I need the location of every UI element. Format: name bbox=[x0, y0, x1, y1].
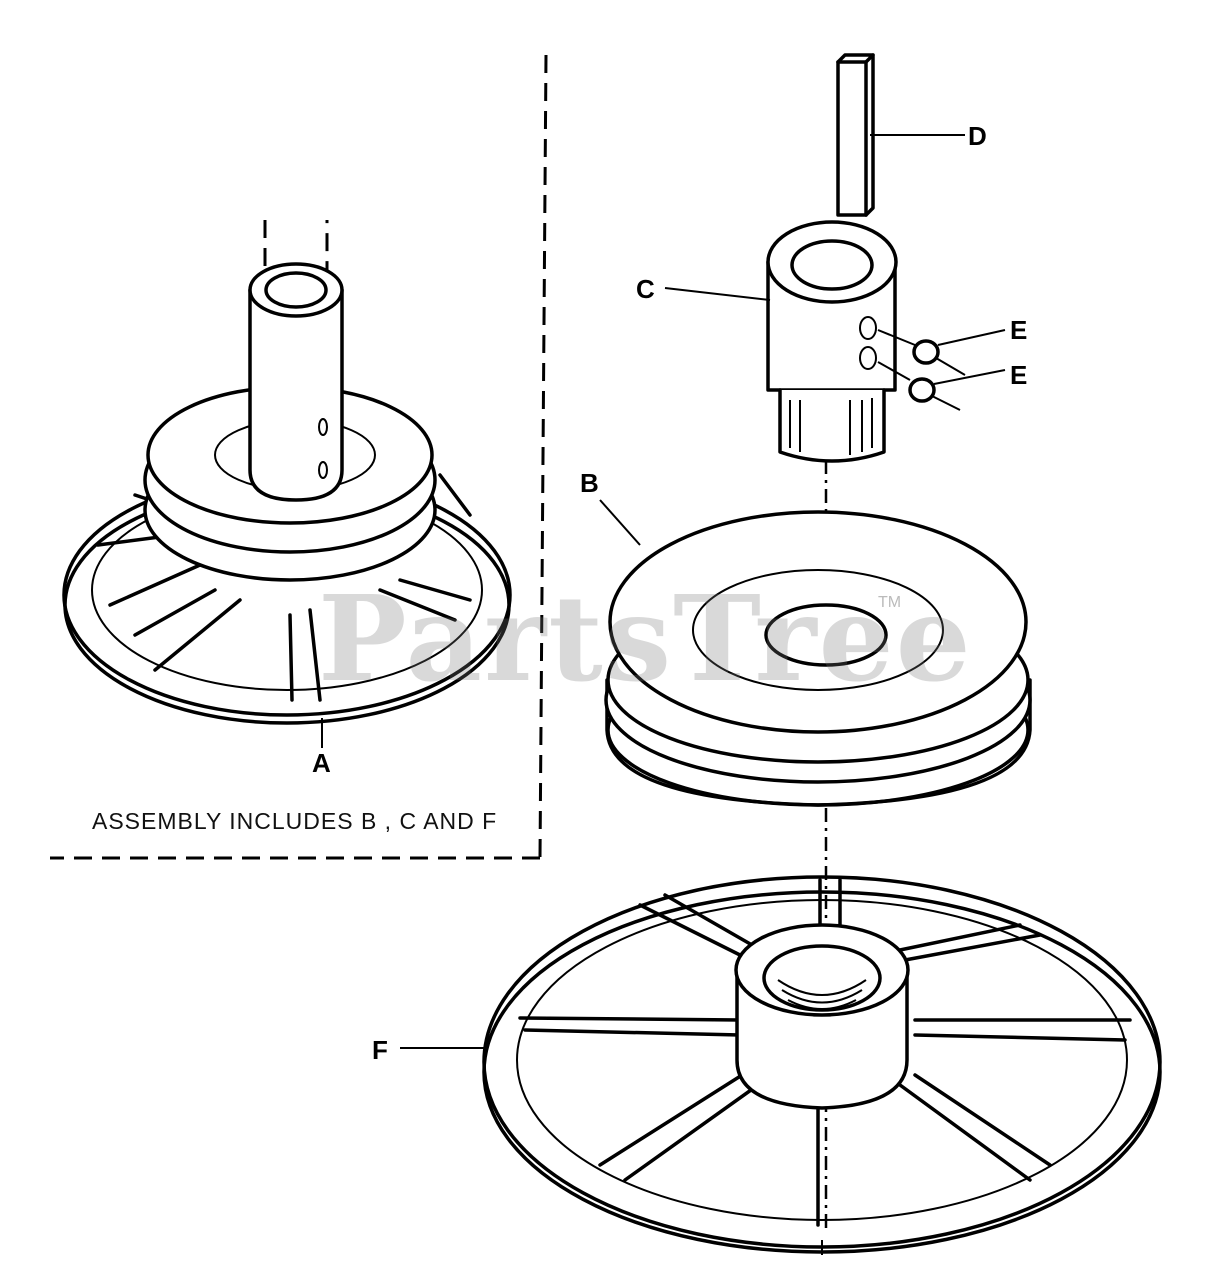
wheel-f-drawing bbox=[400, 875, 1162, 1255]
assembly-inset-border bbox=[50, 54, 548, 860]
assembly-a-drawing bbox=[62, 220, 512, 748]
pulley-b-drawing bbox=[599, 499, 1032, 807]
label-c: C bbox=[636, 274, 655, 304]
label-a: A bbox=[312, 748, 331, 778]
label-e-lower: E bbox=[1010, 360, 1028, 390]
label-e-upper: E bbox=[1010, 315, 1028, 345]
key-d-drawing bbox=[836, 53, 965, 290]
label-b: B bbox=[580, 468, 599, 498]
label-f: F bbox=[372, 1035, 388, 1065]
assembly-note: ASSEMBLY INCLUDES B , C AND F bbox=[92, 808, 498, 834]
set-screws-e-drawing bbox=[908, 329, 1006, 411]
label-d: D bbox=[968, 121, 987, 151]
watermark-trademark: TM bbox=[878, 594, 902, 611]
hub-c-drawing bbox=[664, 220, 916, 463]
watermark-logo: PartsTree bbox=[318, 569, 973, 708]
